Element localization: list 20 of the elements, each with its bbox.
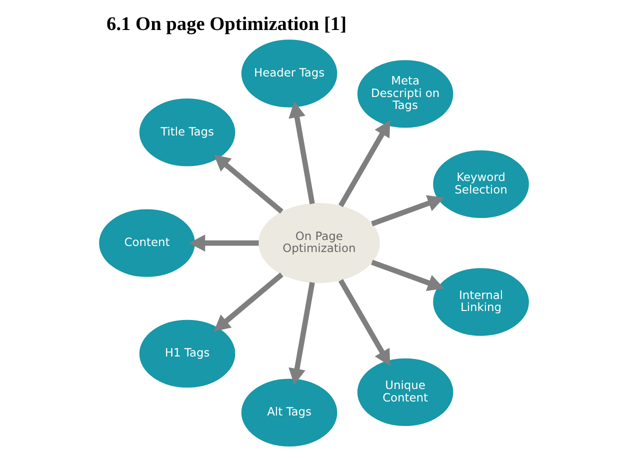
node-ellipse: Title Tags: [139, 98, 236, 166]
arrow: [338, 279, 390, 366]
node-ellipse: Keyword Selection: [433, 150, 529, 218]
node-ellipse: Alt Tags: [241, 378, 338, 446]
arrow: [338, 120, 390, 208]
arrow: [188, 234, 259, 252]
node-ellipse: On Page Optimization: [258, 203, 380, 284]
arrow: [288, 101, 315, 204]
arrow: [214, 272, 284, 332]
arrow: [214, 154, 284, 214]
node-ellipse: Header Tags: [241, 40, 338, 108]
node-ellipse: H1 Tags: [139, 320, 236, 388]
node-ellipse: Internal Linking: [433, 268, 529, 336]
arrow: [371, 260, 444, 291]
node-ellipse: Meta Descripti on Tags: [357, 60, 454, 128]
node-ellipse: Unique Content: [357, 358, 454, 426]
node-ellipse: Content: [99, 209, 195, 277]
arrow: [371, 195, 444, 226]
diagram-title: 6.1 On page Optimization [1]: [106, 14, 347, 36]
arrow: [288, 282, 315, 385]
